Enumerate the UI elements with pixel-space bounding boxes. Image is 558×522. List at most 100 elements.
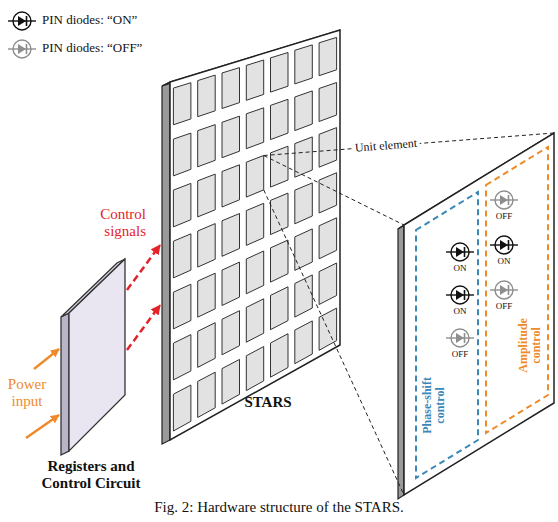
- group-label: Amplitude control: [517, 303, 544, 387]
- unit-cell: [295, 321, 313, 364]
- unit-cell: [246, 299, 263, 342]
- diode-on: [446, 286, 474, 304]
- diode-on: [446, 243, 474, 261]
- unit-cell: [173, 284, 191, 329]
- unit-cell: [319, 308, 337, 350]
- unit-side-face: [398, 225, 404, 499]
- unit-cell: [295, 45, 313, 84]
- unit-cell: [295, 91, 313, 131]
- diode-off: [490, 191, 518, 209]
- dashed-group-outline: [486, 147, 548, 433]
- diode-state: ON: [454, 263, 467, 273]
- unit-cell: [173, 234, 191, 278]
- unit-cell: [173, 133, 191, 176]
- leader-line: [264, 190, 404, 495]
- leader-line: [264, 133, 554, 156]
- unit-cell: [271, 287, 289, 330]
- unit-cell: [246, 60, 263, 100]
- control-signal-arrow: [127, 305, 160, 350]
- unit-cell: [173, 335, 191, 380]
- stars-side-face: [162, 82, 170, 444]
- stars-panel: STARS: [160, 28, 350, 413]
- unit-cell: [222, 214, 240, 257]
- unit-cell: [319, 128, 337, 168]
- legend-label: PIN diodes: “OFF”: [42, 41, 142, 56]
- unit-cell: [173, 385, 191, 431]
- unit-cell: [222, 262, 240, 305]
- connectors: [127, 245, 160, 350]
- unit-cell: [319, 83, 337, 122]
- power-arrow: [34, 349, 59, 369]
- leader-line: [264, 156, 404, 225]
- unit-cell: [319, 173, 337, 213]
- zoom-label: Unit element: [351, 137, 420, 156]
- panel-label: STARS: [244, 394, 291, 411]
- unit-cell: [295, 183, 313, 224]
- unit-cell: [198, 224, 216, 268]
- unit-cell: [295, 275, 313, 317]
- unit-cell: [222, 68, 240, 109]
- unit-cell: [271, 240, 289, 282]
- unit-cell: [198, 372, 216, 417]
- diode-state: OFF: [496, 301, 513, 311]
- control-circuit-board: Registers and Control Circuit: [55, 255, 127, 455]
- legend-label: PIN diodes: “ON”: [42, 13, 137, 28]
- unit-cell: [319, 37, 337, 75]
- unit-cell: [246, 108, 263, 149]
- unit-cell: [222, 311, 240, 355]
- diode-on: [490, 236, 518, 254]
- unit-cell: [271, 334, 289, 378]
- unit-cell: [271, 99, 289, 139]
- unit-cell: [246, 156, 263, 198]
- node-outline: [414, 190, 480, 480]
- unit-cell: [295, 137, 313, 177]
- unit-cell: [271, 193, 289, 235]
- unit-cell: [173, 183, 191, 227]
- unit-cell: [246, 203, 263, 245]
- unit-cell: [198, 125, 216, 167]
- amplitude-group: Amplitude control OFF ON OFF: [484, 145, 550, 435]
- dashed-group-outline: [416, 192, 478, 478]
- signal-label: Control signals: [76, 206, 146, 240]
- diode-state: OFF: [496, 211, 513, 221]
- power-arrow: [26, 415, 59, 438]
- unit-front-face: [404, 133, 554, 495]
- power-label: Power input: [2, 376, 52, 410]
- board-side: [61, 313, 69, 455]
- element-grid: [173, 37, 336, 431]
- diode-off: [446, 329, 474, 347]
- diode-state: OFF: [452, 349, 469, 359]
- zoom-leader-lines: [264, 133, 554, 495]
- group-label: Phase-shift control: [421, 363, 448, 447]
- stars-front-face: [170, 30, 340, 440]
- unit-cell: [246, 347, 263, 391]
- board-label: Registers and Control Circuit: [21, 458, 161, 492]
- diode-state: ON: [498, 256, 511, 266]
- diode-off: [490, 281, 518, 299]
- figure-caption: Fig. 2: Hardware structure of the STARS.: [0, 499, 558, 516]
- unit-cell: [173, 83, 191, 125]
- unit-cell: [198, 75, 216, 117]
- node-outline: [484, 145, 550, 435]
- legend-diode-off: [8, 40, 36, 58]
- unit-cell: [295, 229, 313, 271]
- phase-shift-group: Phase-shift control ON ON OFF: [414, 190, 480, 480]
- unit-cell: [246, 251, 263, 294]
- unit-cell: [222, 116, 240, 158]
- legend-diode-on: [8, 12, 36, 30]
- unit-cell: [222, 359, 240, 404]
- unit-cell: [319, 263, 337, 305]
- unit-cell: [198, 323, 216, 368]
- diode-state: ON: [454, 306, 467, 316]
- control-signal-arrow: [127, 245, 160, 290]
- unit-cell: [271, 53, 289, 93]
- unit-cell: [319, 218, 337, 259]
- board-front: [69, 259, 125, 451]
- node-outline: [55, 255, 127, 455]
- unit-cell: [222, 165, 240, 207]
- unit-cell: [198, 273, 216, 317]
- unit-cell: [198, 174, 216, 217]
